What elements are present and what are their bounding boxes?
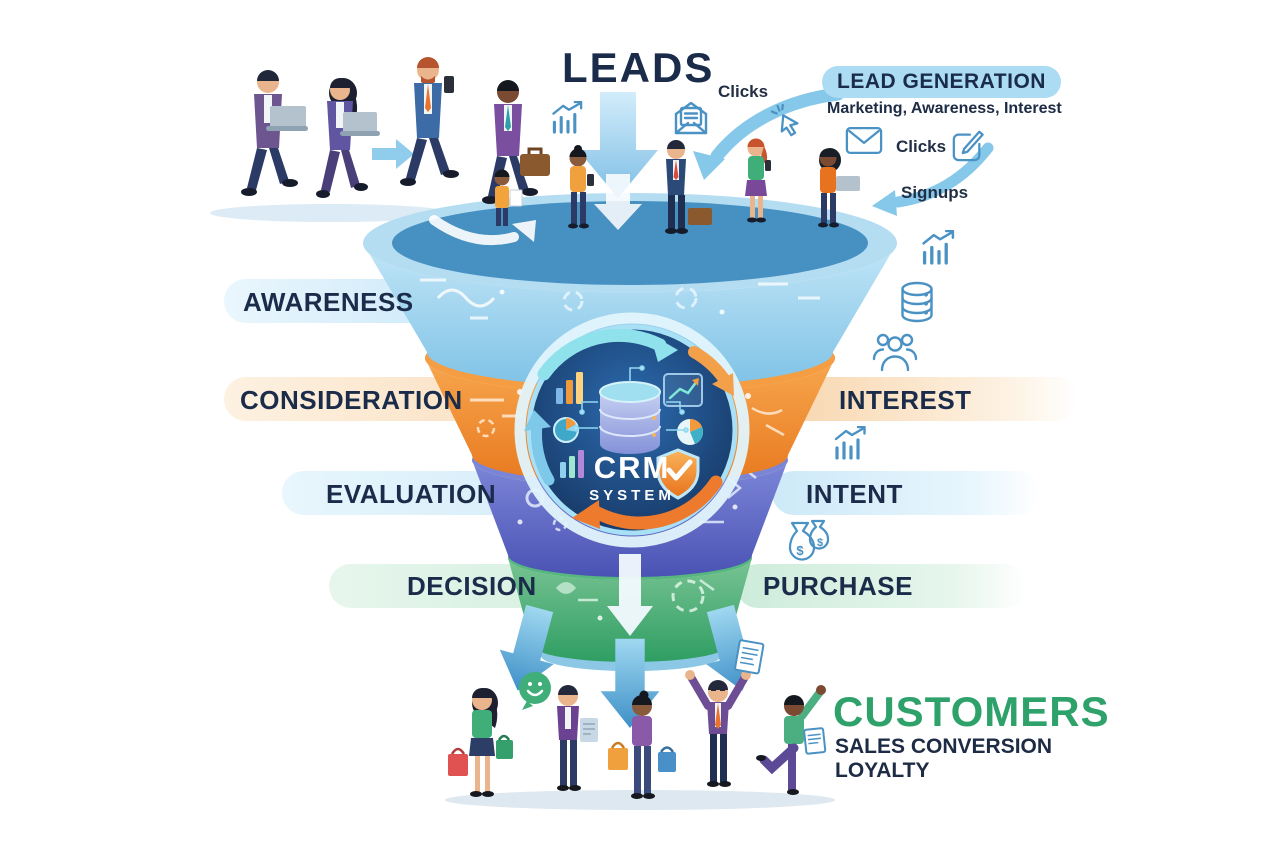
signups-label: Signups	[901, 183, 969, 202]
lead-gen-swoosh-arrow	[693, 87, 845, 180]
stage-label-intent: INTENT	[806, 479, 903, 509]
open-email-icon	[674, 101, 708, 135]
purchase-band	[736, 564, 1028, 608]
customers-group	[448, 639, 827, 799]
email-icon	[845, 126, 883, 155]
crm-small-bars-icon	[560, 450, 584, 478]
stage-label-interest: INTEREST	[839, 385, 972, 415]
funnel-inner-arrow	[607, 554, 653, 636]
walking-person	[316, 78, 380, 198]
person-in-funnel	[745, 138, 771, 223]
walking-person	[482, 80, 550, 204]
person-in-funnel	[568, 145, 594, 229]
interest-band	[780, 377, 1078, 421]
money-bags-icon: $ $	[788, 519, 830, 561]
bowl-entry-arrow	[594, 174, 642, 230]
growth-chart-icon	[921, 230, 955, 265]
customers-subtitle-2: LOYALTY	[835, 759, 930, 782]
stage-label-awareness: AWARENESS	[243, 287, 414, 317]
customer	[557, 685, 598, 791]
customer	[608, 690, 676, 799]
dollar-glyph: $	[817, 537, 823, 549]
feedback-smiley-bubble	[519, 672, 551, 710]
crm-bar-chart-icon	[556, 372, 583, 404]
intent-chart-icon	[834, 426, 867, 460]
dollar-glyph: $	[796, 543, 804, 558]
crm-connectors	[573, 365, 689, 433]
clicks-label-top: Clicks	[718, 82, 769, 101]
stage-label-consideration: CONSIDERATION	[240, 385, 463, 415]
person-in-funnel	[818, 148, 860, 228]
funnel-top-people	[494, 138, 860, 234]
leads-down-arrow	[578, 92, 658, 198]
lead-generation-subtitle: Marketing, Awareness, Interest	[827, 100, 1062, 117]
crm-pie-chart-icon-2	[677, 419, 703, 445]
walkers-shadow	[210, 204, 450, 222]
crm-line2: SYSTEM	[589, 487, 675, 504]
walking-person	[241, 70, 308, 196]
crm-shield-check-icon	[656, 448, 700, 500]
crm-pie-chart-icon	[553, 417, 579, 443]
leads-title: LEADS	[562, 44, 715, 91]
walking-person	[400, 57, 459, 186]
customers-shadow	[445, 790, 835, 810]
person-in-funnel	[665, 140, 712, 234]
database-icon	[901, 281, 933, 323]
stage-label-evaluation: EVALUATION	[326, 479, 497, 509]
crm-system-hub	[514, 312, 750, 548]
rim-curved-arrow	[429, 215, 536, 246]
walking-leads-group	[241, 57, 550, 204]
intent-band	[772, 471, 1040, 515]
stage-label-purchase: PURCHASE	[763, 571, 913, 601]
customers-title: CUSTOMERS	[833, 688, 1110, 735]
customer	[448, 688, 513, 797]
analytics-chart-icon	[551, 101, 583, 134]
signups-swoosh-arrow	[872, 142, 994, 216]
person-in-funnel	[494, 169, 523, 226]
signup-form-icon	[952, 130, 984, 162]
crm-line1: CRM	[593, 450, 671, 485]
audience-group-icon	[872, 333, 918, 372]
customers-subtitle-1: SALES CONVERSION	[835, 735, 1053, 758]
stage-label-decision: DECISION	[407, 571, 537, 601]
lead-generation-pill: LEAD GENERATION	[822, 66, 1061, 98]
crm-line-chart-icon	[663, 373, 703, 407]
crm-database-icon	[599, 381, 661, 454]
clicks-label-right: Clicks	[896, 137, 947, 156]
walkers-flow-arrow	[372, 139, 414, 169]
celebrating-customer	[685, 639, 765, 787]
celebrating-customer	[756, 685, 827, 795]
crm-system-label: CRM SYSTEM	[532, 450, 732, 504]
